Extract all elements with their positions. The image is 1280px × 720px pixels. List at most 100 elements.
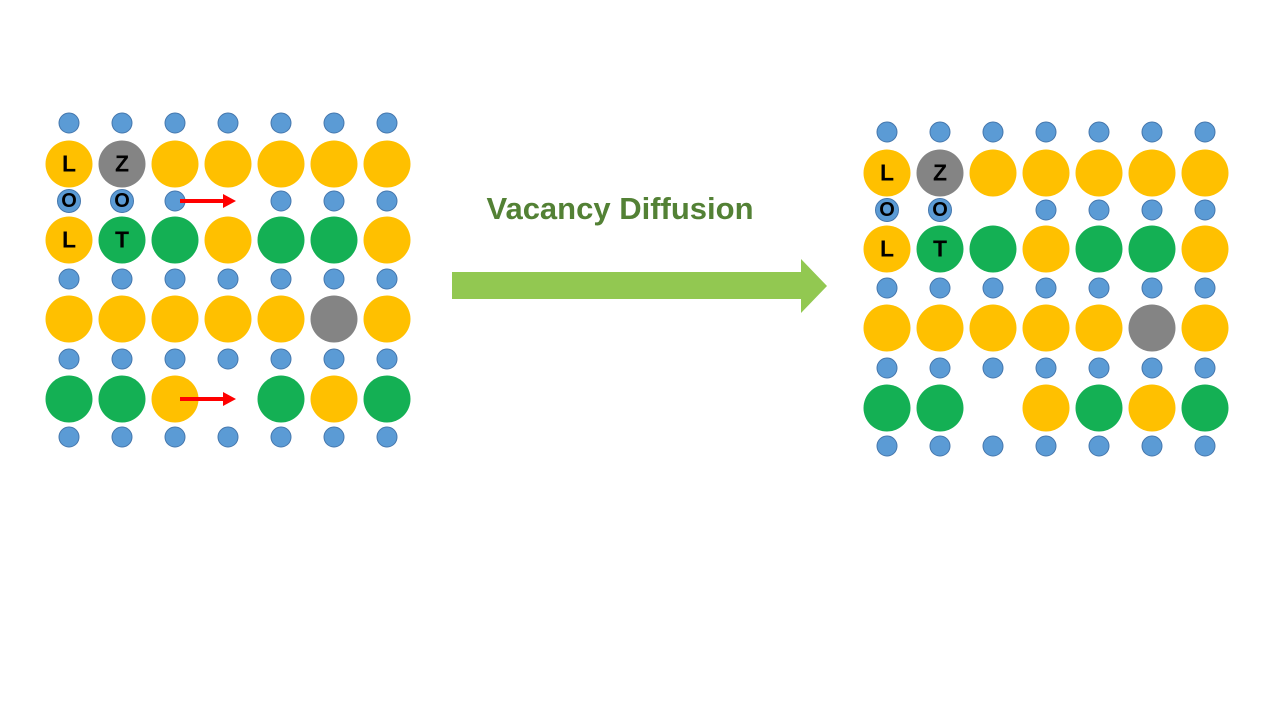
atom-blue-small — [164, 268, 186, 290]
atom-blue-small — [58, 348, 80, 370]
atom-blue-small — [376, 190, 398, 212]
atom-blue-small — [1194, 121, 1216, 143]
atom-label: Z — [114, 150, 130, 177]
atom-green-large — [1128, 225, 1176, 273]
atom-yellow-large — [1022, 225, 1070, 273]
atom-gray-large — [310, 295, 358, 343]
atom-blue-small — [1141, 277, 1163, 299]
atom-blue-small — [982, 277, 1004, 299]
atom-blue-small — [876, 121, 898, 143]
atom-blue-small — [1141, 199, 1163, 221]
atom-blue-small — [323, 348, 345, 370]
atom-blue-small — [876, 357, 898, 379]
atom-blue-small: O — [928, 198, 952, 222]
atom-blue-small — [58, 426, 80, 448]
atom-blue-small — [376, 268, 398, 290]
atom-yellow-large — [1022, 149, 1070, 197]
atom-yellow-large: L — [863, 225, 911, 273]
atom-blue-small — [1088, 199, 1110, 221]
atom-yellow-large: L — [863, 149, 911, 197]
atom-green-large — [257, 216, 305, 264]
atom-yellow-large — [257, 295, 305, 343]
atom-green-large — [98, 375, 146, 423]
atom-label: L — [879, 159, 895, 186]
atom-yellow-large — [1075, 149, 1123, 197]
atom-blue-small: O — [57, 189, 81, 213]
atom-blue-small — [1194, 435, 1216, 457]
atom-yellow-large — [969, 149, 1017, 197]
atom-green-large — [863, 384, 911, 432]
atom-yellow-large — [1075, 304, 1123, 352]
atom-blue-small — [876, 277, 898, 299]
atom-blue-small — [217, 112, 239, 134]
atom-blue-small — [1194, 277, 1216, 299]
atom-blue-small — [376, 112, 398, 134]
atom-blue-small — [323, 190, 345, 212]
atom-yellow-large — [1022, 384, 1070, 432]
atom-label: Z — [932, 159, 948, 186]
atom-green-large — [969, 225, 1017, 273]
vacancy-jump-arrow-icon — [180, 199, 223, 203]
atom-blue-small — [1141, 121, 1163, 143]
atom-green-large — [363, 375, 411, 423]
atom-blue-small — [1088, 435, 1110, 457]
atom-yellow-large — [863, 304, 911, 352]
diagram-title: Vacancy Diffusion — [486, 191, 754, 226]
atom-label: L — [61, 226, 77, 253]
atom-yellow-large — [151, 140, 199, 188]
atom-gray-large: Z — [916, 149, 964, 197]
atom-yellow-large — [1128, 149, 1176, 197]
atom-yellow-large — [98, 295, 146, 343]
atom-yellow-large — [310, 375, 358, 423]
atom-label: O — [61, 190, 77, 212]
atom-yellow-large — [1128, 384, 1176, 432]
atom-yellow-large — [257, 140, 305, 188]
atom-yellow-large — [45, 295, 93, 343]
atom-blue-small — [1035, 435, 1057, 457]
atom-label: L — [879, 235, 895, 262]
atom-label: O — [879, 199, 895, 221]
atom-blue-small — [270, 348, 292, 370]
atom-blue-small — [982, 357, 1004, 379]
atom-label: T — [114, 226, 130, 253]
atom-blue-small — [111, 112, 133, 134]
atom-green-large — [45, 375, 93, 423]
atom-label: O — [932, 199, 948, 221]
atom-blue-small — [982, 121, 1004, 143]
atom-blue-small — [1035, 357, 1057, 379]
atom-blue-small — [1035, 121, 1057, 143]
atom-green-large — [1075, 225, 1123, 273]
atom-blue-small — [1088, 121, 1110, 143]
atom-blue-small — [111, 426, 133, 448]
atom-blue-small — [876, 435, 898, 457]
atom-blue-small — [58, 268, 80, 290]
atom-blue-small: O — [110, 189, 134, 213]
atom-blue-small — [1035, 277, 1057, 299]
atom-yellow-large — [204, 216, 252, 264]
atom-yellow-large — [310, 140, 358, 188]
atom-green-large — [151, 216, 199, 264]
atom-blue-small — [1088, 357, 1110, 379]
atom-yellow-large — [969, 304, 1017, 352]
atom-gray-large: Z — [98, 140, 146, 188]
atom-blue-small: O — [875, 198, 899, 222]
atom-label: L — [61, 150, 77, 177]
atom-blue-small — [111, 268, 133, 290]
atom-blue-small — [1035, 199, 1057, 221]
atom-blue-small — [217, 268, 239, 290]
atom-blue-small — [929, 357, 951, 379]
atom-yellow-large — [1181, 225, 1229, 273]
atom-blue-small — [1088, 277, 1110, 299]
atom-blue-small — [1141, 357, 1163, 379]
atom-label: T — [932, 235, 948, 262]
atom-blue-small — [929, 435, 951, 457]
atom-blue-small — [982, 435, 1004, 457]
atom-yellow-large — [916, 304, 964, 352]
atom-blue-small — [270, 426, 292, 448]
atom-blue-small — [376, 426, 398, 448]
atom-yellow-large — [363, 140, 411, 188]
atom-blue-small — [270, 190, 292, 212]
atom-yellow-large: L — [45, 216, 93, 264]
